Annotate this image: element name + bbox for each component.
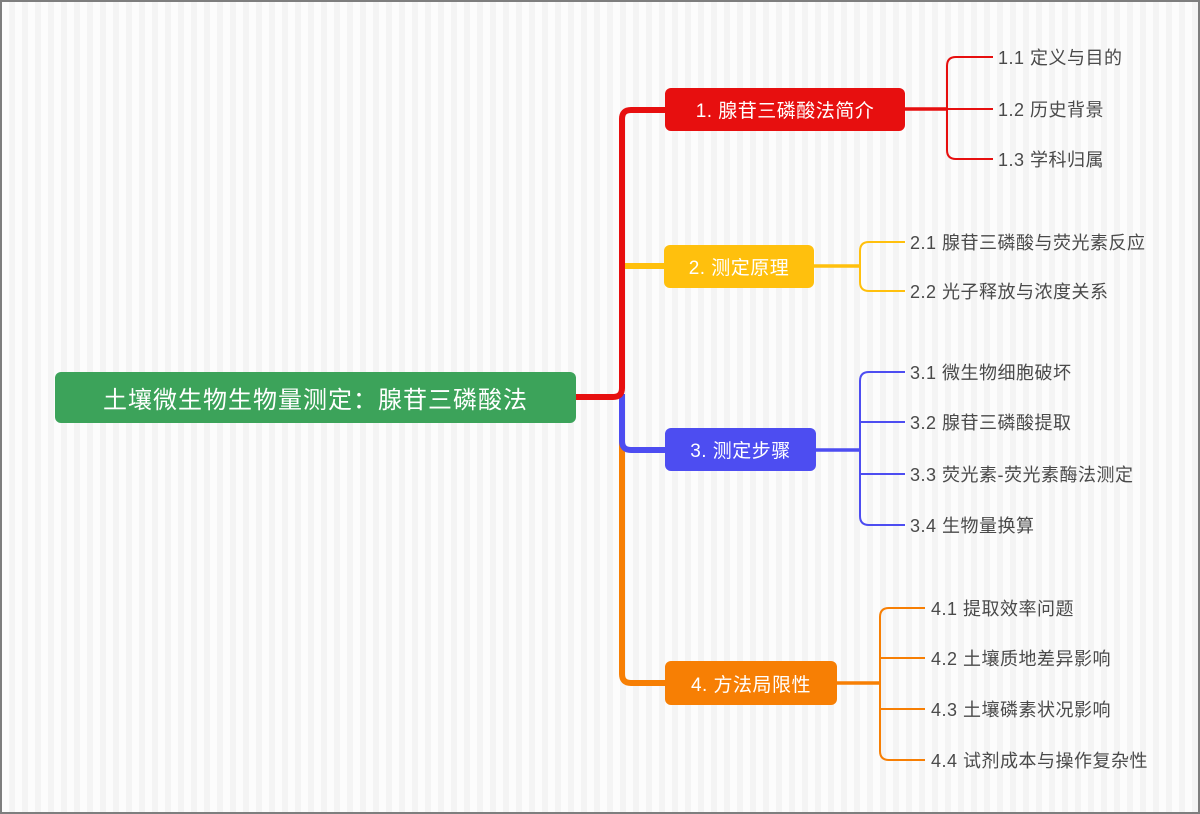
branch-node-1[interactable]: 1. 腺苷三磷酸法简介 (665, 88, 905, 131)
subtopic-label-1-2[interactable]: 1.2 历史背景 (998, 100, 1105, 120)
subtopic-label-3-3[interactable]: 3.3 荧光素-荧光素酶法测定 (910, 465, 1134, 485)
subtopic-label-2-1[interactable]: 2.1 腺苷三磷酸与荧光素反应 (910, 233, 1146, 253)
subtopic-label-3-4[interactable]: 3.4 生物量换算 (910, 516, 1035, 536)
child-bracket-branch3 (859, 371, 905, 526)
subtopic-label-1-1[interactable]: 1.1 定义与目的 (998, 48, 1123, 68)
subtopic-label-3-1[interactable]: 3.1 微生物细胞破坏 (910, 363, 1072, 383)
subtopic-label-4-2[interactable]: 4.2 土壤质地差异影响 (931, 649, 1112, 669)
branch-node-3[interactable]: 3. 测定步骤 (665, 428, 816, 471)
child-bracket-branch2 (859, 241, 905, 292)
trunk-connector-branch4 (619, 394, 666, 686)
branch-node-4[interactable]: 4. 方法局限性 (665, 661, 837, 705)
trunk-connector-branch3 (619, 394, 666, 453)
subtopic-label-4-4[interactable]: 4.4 试剂成本与操作复杂性 (931, 751, 1149, 771)
child-bracket-branch4 (879, 607, 925, 761)
subtopic-label-4-1[interactable]: 4.1 提取效率问题 (931, 599, 1075, 619)
central-topic-node[interactable]: 土壤微生物生物量测定：腺苷三磷酸法 (55, 372, 576, 423)
subtopic-label-4-3[interactable]: 4.3 土壤磷素状况影响 (931, 700, 1112, 720)
subtopic-label-3-2[interactable]: 3.2 腺苷三磷酸提取 (910, 413, 1072, 433)
trunk-connector-branch1 (576, 107, 666, 400)
subtopic-label-1-3[interactable]: 1.3 学科归属 (998, 150, 1105, 170)
subtopic-label-2-2[interactable]: 2.2 光子释放与浓度关系 (910, 282, 1109, 302)
branch-node-2[interactable]: 2. 测定原理 (664, 245, 814, 288)
